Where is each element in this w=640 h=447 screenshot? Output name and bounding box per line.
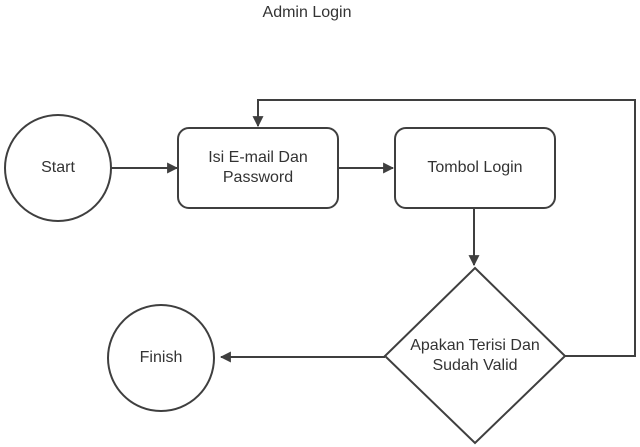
start-node-label: Start <box>41 158 75 176</box>
edge-decision-loop-to-fill-form <box>252 99 636 357</box>
login-button-node <box>394 127 556 209</box>
fill-email-password-node <box>177 127 339 209</box>
start-node <box>4 114 112 222</box>
fill-email-password-node-label: Isi E-mail Dan Password <box>208 148 308 186</box>
finish-node <box>107 304 215 412</box>
decision-node-label: Apakan Terisi Dan Sudah Valid <box>410 336 540 374</box>
diagram-title: Admin Login <box>262 4 352 21</box>
login-button-node-label: Tombol Login <box>427 158 523 176</box>
decision-node <box>383 266 567 445</box>
finish-node-label: Finish <box>139 348 183 366</box>
